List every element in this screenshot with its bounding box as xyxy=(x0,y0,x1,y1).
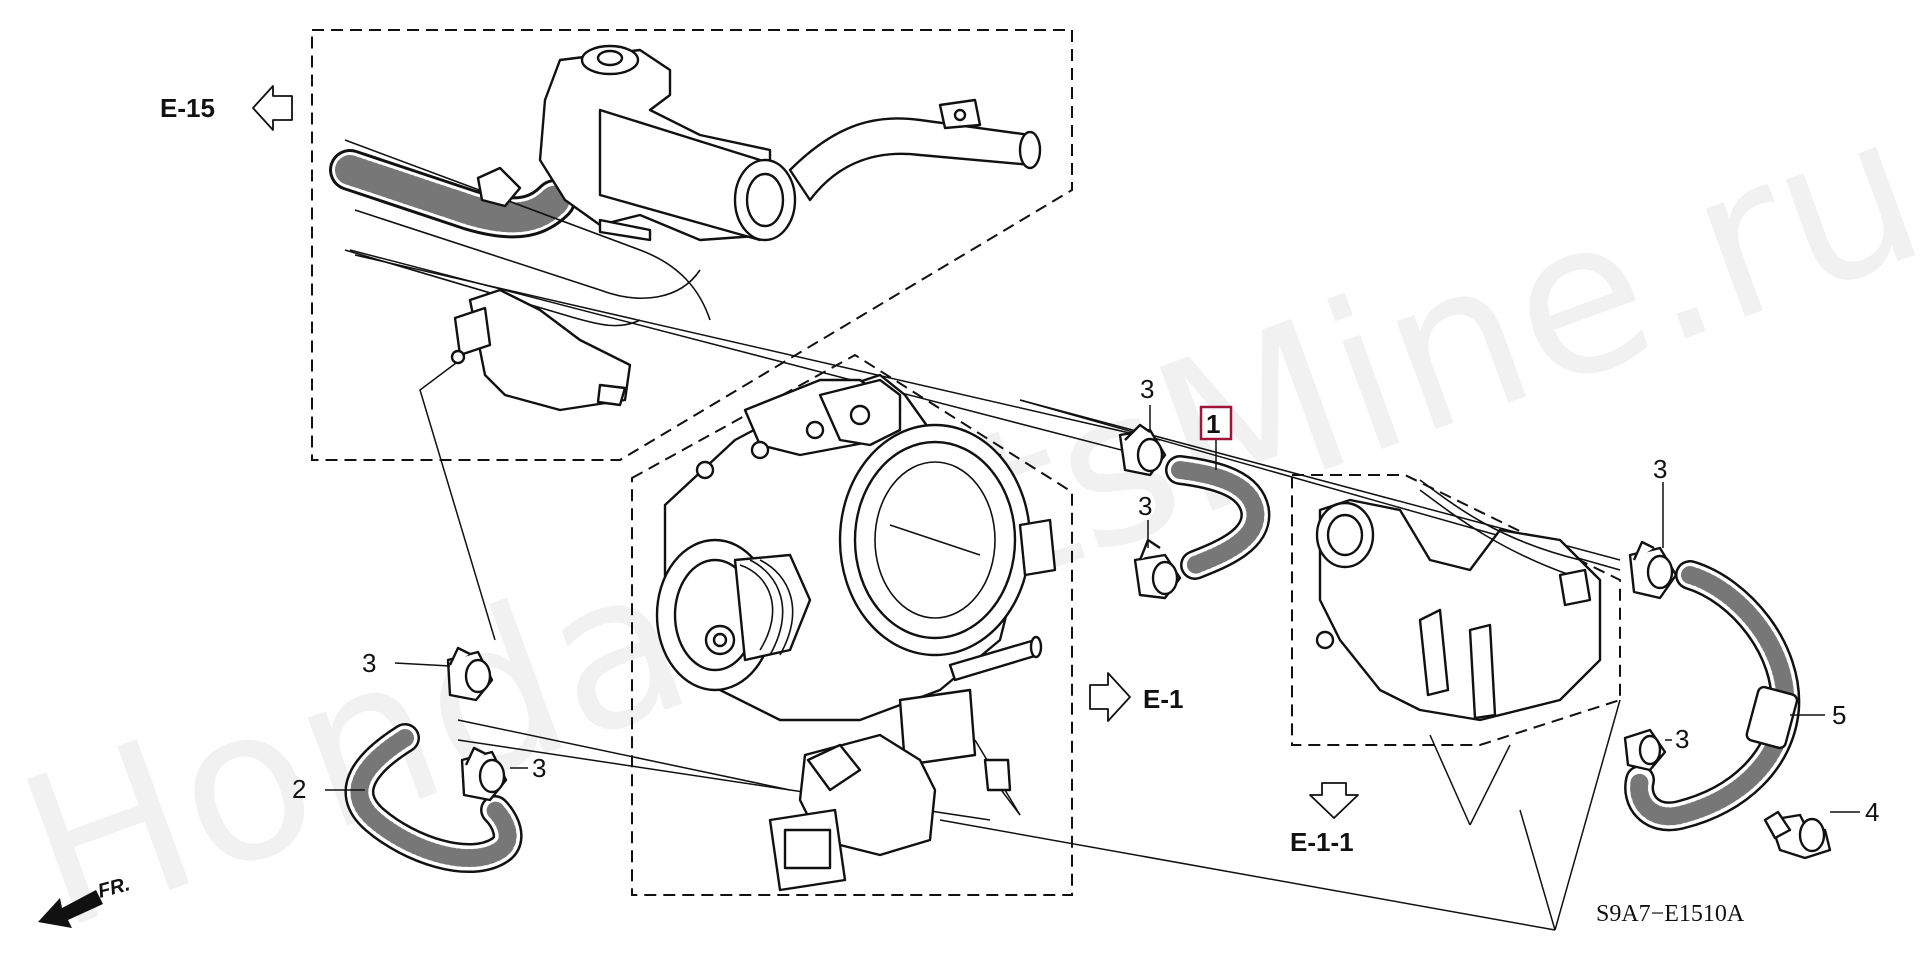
upper-assembly-dashed-frame xyxy=(311,29,1073,461)
throttle-body-dashed-frame xyxy=(631,353,1073,896)
clamp-upper-center xyxy=(1118,423,1167,477)
throttle-body-rear-view xyxy=(1315,479,1602,722)
hose-5 xyxy=(1624,560,1801,832)
diagram-code: S9A7−E1510A xyxy=(1596,901,1745,927)
hollow-arrow-right-icon xyxy=(1089,672,1131,722)
part-1-highlight-box xyxy=(1199,405,1233,441)
hose-1 xyxy=(1165,455,1271,580)
callout-part-3: 3 xyxy=(362,648,376,678)
connection-lines xyxy=(349,249,1621,931)
ref-e15[interactable]: E-15 xyxy=(160,85,293,131)
callout-part-1: 1 xyxy=(1206,409,1220,439)
hollow-arrow-down-icon xyxy=(1309,782,1359,819)
callout-part-5: 5 xyxy=(1832,700,1846,730)
rear-view-dashed-frame xyxy=(1291,474,1621,746)
callout-part-3: 3 xyxy=(1140,374,1154,404)
callout-numbers: 1 3 3 3 3 2 3 3 5 4 xyxy=(292,374,1879,827)
front-direction-arrow-icon xyxy=(38,890,103,928)
clamp-middle-center xyxy=(1133,538,1182,600)
callout-part-3: 3 xyxy=(1138,491,1152,521)
clamp-right-lower xyxy=(1623,728,1667,772)
sensor-bracket xyxy=(468,288,632,412)
clamp-left-upper xyxy=(446,646,494,702)
clip-4 xyxy=(1763,810,1832,860)
ref-e11[interactable]: E-1-1 xyxy=(1290,782,1359,857)
clamp-left-lower xyxy=(460,746,508,802)
hose-2 xyxy=(344,723,523,873)
upper-water-pipe-assembly xyxy=(329,44,1042,412)
callout-part-3: 3 xyxy=(1675,724,1689,754)
clamps xyxy=(446,423,1678,802)
callout-part-3: 3 xyxy=(1653,454,1667,484)
hollow-arrow-left-icon xyxy=(252,85,293,131)
ref-e15-label[interactable]: E-15 xyxy=(160,93,215,123)
throttle-body xyxy=(655,373,1057,892)
ref-e1-label[interactable]: E-1 xyxy=(1143,684,1183,714)
bypass-pipe xyxy=(788,117,1034,202)
callout-leaders xyxy=(325,405,1860,813)
callout-part-2: 2 xyxy=(292,774,306,804)
callout-part-3: 3 xyxy=(532,753,546,783)
callout-part-4: 4 xyxy=(1865,797,1879,827)
ref-e1[interactable]: E-1 xyxy=(1089,672,1183,722)
clamp-right-upper xyxy=(1628,540,1678,600)
ref-e11-label[interactable]: E-1-1 xyxy=(1290,827,1354,857)
